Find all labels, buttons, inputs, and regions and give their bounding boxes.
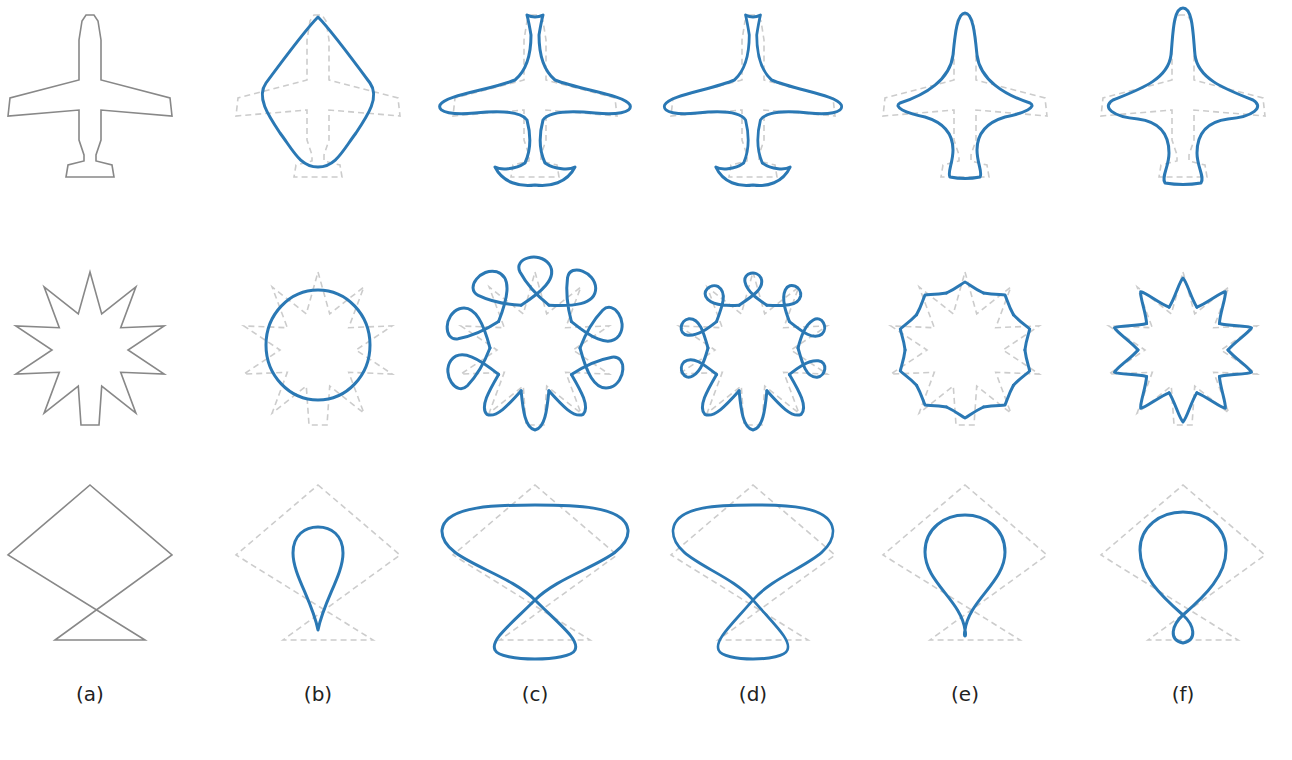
panel-label: (c) — [522, 682, 549, 706]
panel-label: (f) — [1172, 682, 1195, 706]
airplane-row — [8, 8, 1265, 185]
bowtie-row — [8, 485, 1265, 659]
star-row — [16, 257, 1257, 430]
panel-label: (d) — [739, 682, 767, 706]
panel-label: (a) — [76, 682, 104, 706]
panel-label: (b) — [304, 682, 332, 706]
panel-label: (e) — [951, 682, 979, 706]
